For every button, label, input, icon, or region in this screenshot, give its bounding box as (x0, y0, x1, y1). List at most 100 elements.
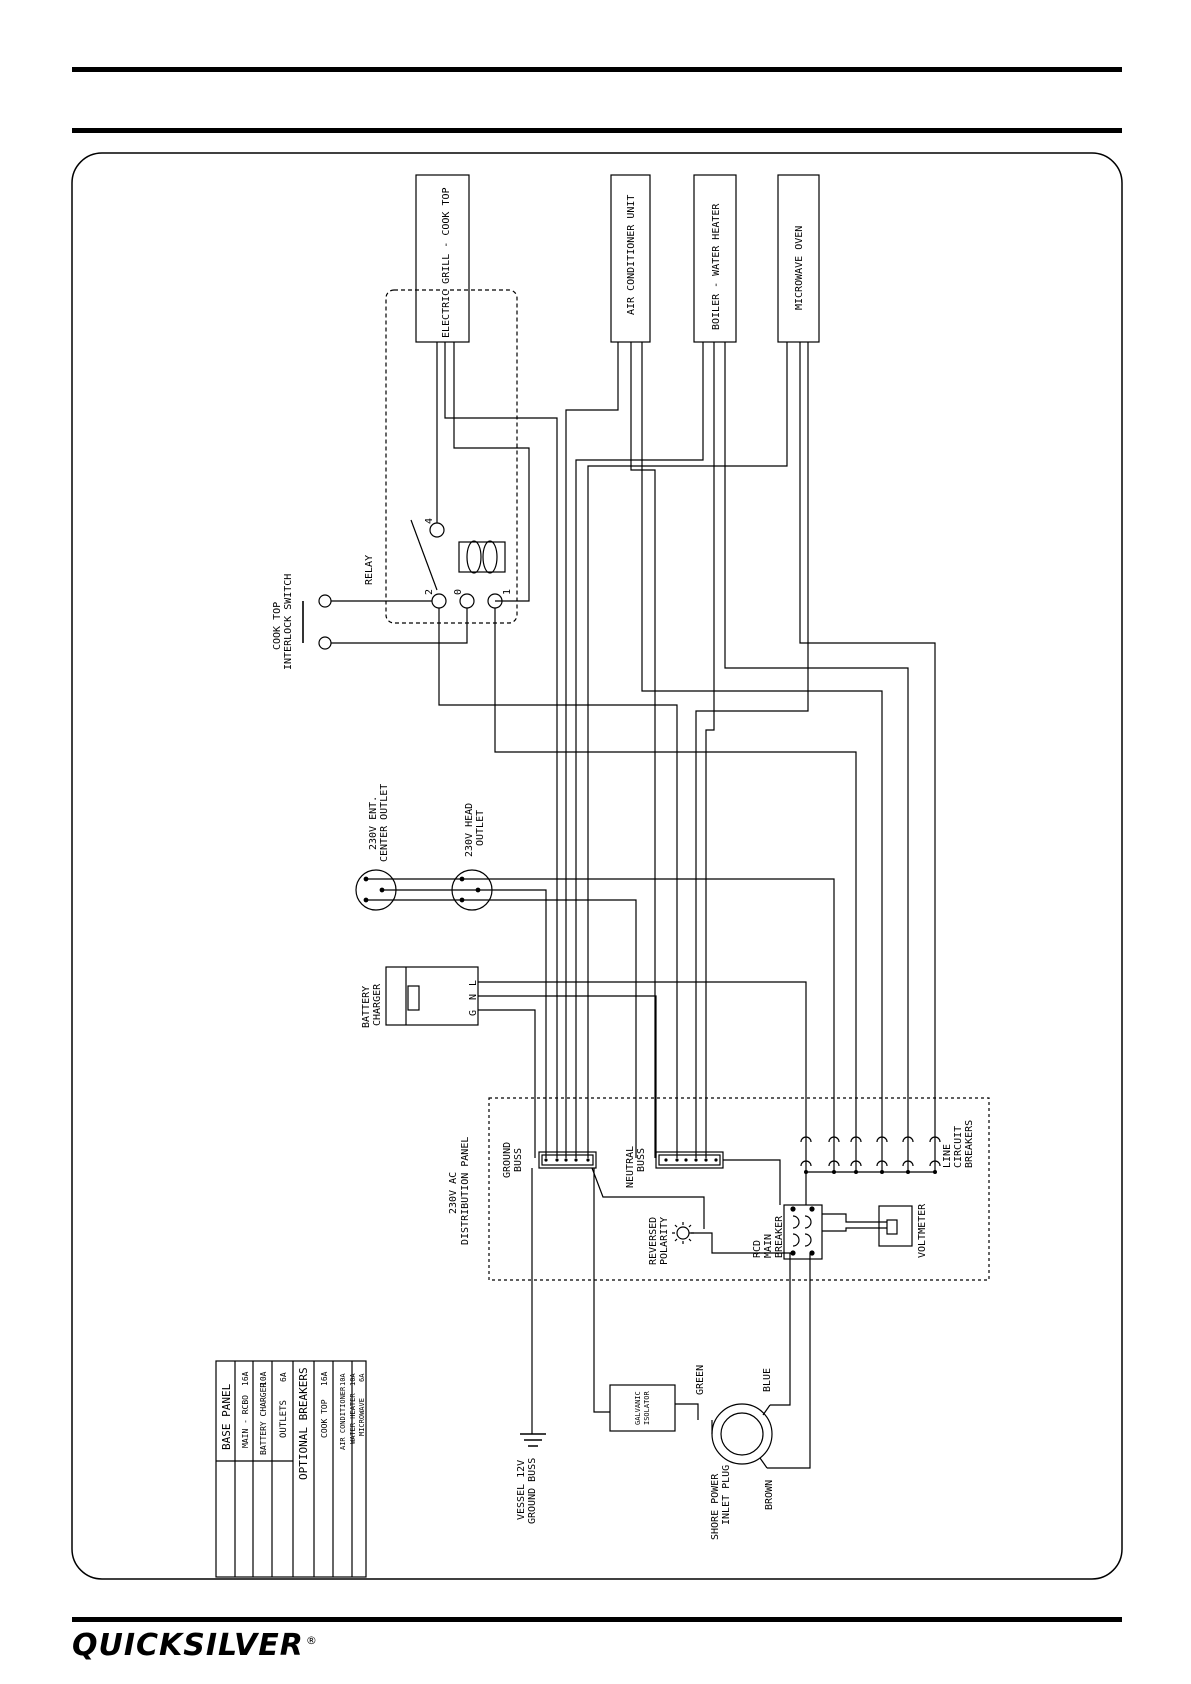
label-interlock-2: INTERLOCK SWITCH (283, 574, 294, 670)
table-optional-row-1-name: COOK TOP (320, 1399, 329, 1438)
wire-charger-line (478, 981, 807, 1158)
ground-buss (538, 1151, 597, 1169)
rcd-symbols (792, 1215, 812, 1247)
relay-pin-0 (459, 593, 475, 609)
wire-outlet-ground (382, 889, 547, 1158)
label-panel-1: 230V AC (448, 1172, 459, 1214)
wire-aircon-neutral (630, 342, 656, 1158)
header-rule-bottom (72, 128, 1122, 133)
label-outlet2-2: OUTLET (475, 810, 486, 846)
label-shore-2: INLET PLUG (721, 1465, 732, 1525)
label-neutral-buss-1: NEUTRAL (625, 1146, 636, 1188)
table-base-row-2-amps: 10A (259, 1371, 268, 1386)
label-ground-buss-2: BUSS (513, 1148, 524, 1172)
voltmeter-display (886, 1219, 898, 1235)
label-blue: BLUE (762, 1368, 773, 1392)
shore-power-plug-inner (720, 1412, 764, 1456)
breaker-arcs-top (800, 1136, 941, 1143)
label-charger-2: CHARGER (372, 983, 383, 1026)
label-panel-2: DISTRIBUTION PANEL (460, 1137, 471, 1245)
rcd-breaker (783, 1204, 823, 1260)
wire-neutral-to-rcd (723, 1159, 781, 1205)
interlock-terminal-2 (318, 636, 332, 650)
footer-rule (72, 1617, 1122, 1622)
wires (215, 174, 990, 1578)
table-base-row-3-amps: 6A (279, 1372, 288, 1382)
label-charger-pin-g: G (468, 1010, 479, 1016)
label-polarity-1: REVERSED (648, 1217, 659, 1265)
label-interlock-1: COOK TOP (272, 602, 283, 650)
plug-pin-brown (759, 1457, 768, 1469)
brand-name: QUICKSILVER (72, 1628, 304, 1663)
relay-coil-frame (458, 541, 506, 573)
label-charger-1: BATTERY (361, 986, 372, 1028)
wire-aircon-ground (565, 342, 619, 1158)
table-column-lines (234, 1361, 353, 1577)
label-polarity-2: POLARITY (659, 1217, 670, 1265)
table-base-row-2-name: BATTERY CHARGER (259, 1383, 268, 1455)
ground-buss-inner (541, 1154, 594, 1166)
wire-outlet-neutral (366, 899, 637, 1158)
ground-symbol (520, 1433, 546, 1447)
relay-coil-1 (466, 540, 482, 574)
wire-blue (770, 1253, 791, 1406)
relay-box (385, 289, 518, 624)
registered-mark: ® (305, 1634, 318, 1647)
distribution-panel (488, 1097, 990, 1281)
table-optional-row-3-amps: 10A (349, 1373, 357, 1386)
label-charger-pin-n: N (468, 994, 479, 1000)
plug-pin-blue (762, 1404, 771, 1416)
table-base-row-1-name: MAIN - RCBO (241, 1395, 250, 1448)
interlock-terminal-1 (318, 594, 332, 608)
battery-charger (385, 966, 479, 1026)
wire-outlet-line (366, 878, 835, 1158)
label-vessel-2: GROUND BUSS (527, 1458, 538, 1524)
table-optional-row-4-amps: 6A (358, 1373, 366, 1382)
breaker-table-text: BASE PANEL MAIN - RCBO BATTERY CHARGER O… (220, 1367, 366, 1480)
label-vessel-1: VESSEL 12V (516, 1460, 527, 1520)
table-optional-row-4-name: MICROWAVE (358, 1398, 366, 1436)
table-optional-row-2-amps: 10A (339, 1373, 347, 1386)
cooktop-box (415, 174, 470, 343)
wire-interlock-relay0 (331, 608, 468, 644)
label-brown: BROWN (764, 1480, 775, 1510)
boiler-box (693, 174, 737, 343)
label-relay-pin-2: 2 (424, 589, 435, 595)
relay-pin-4 (429, 522, 445, 538)
label-green: GREEN (695, 1365, 706, 1395)
wire-ground-buss-galvanic (593, 1168, 610, 1413)
relay-coil-2 (482, 540, 498, 574)
label-boiler: BOILER - WATER HEATER (711, 203, 722, 330)
microwave-box (777, 174, 820, 343)
wire-aircon-line (641, 342, 883, 1158)
relay-contact-arm (410, 519, 438, 591)
label-neutral-buss-2: BUSS (636, 1148, 647, 1172)
wire-boiler-neutral (705, 342, 715, 1158)
label-rcd-2: MAIN (763, 1234, 774, 1258)
wire-charger-ground (478, 1009, 536, 1158)
galvanic-isolator (609, 1384, 676, 1432)
header-rule-top (72, 67, 1122, 72)
table-optional-row-1-amps: 16A (320, 1371, 329, 1386)
label-lcb-2: CIRCUIT (953, 1126, 964, 1168)
brand-logo: QUICKSILVER® (72, 1628, 318, 1663)
wire-boiler-ground (575, 342, 704, 1158)
label-rcd-3: BREAKER (774, 1215, 785, 1258)
wire-polarity (591, 1167, 793, 1254)
wire-voltmeter (822, 1213, 887, 1232)
wire-micro-line (799, 342, 936, 1158)
label-outlet1-2: CENTER OUTLET (379, 784, 390, 862)
label-relay: RELAY (364, 555, 375, 585)
wire-charger-neutral (478, 995, 657, 1158)
label-charger-pin-l: L (468, 980, 479, 986)
label-galvanic-2: ISOLATOR (643, 1390, 651, 1425)
table-optional-row-2-name: AIR CONDITIONER (339, 1386, 347, 1450)
buss-dots (544, 1158, 937, 1174)
wire-relay2-neutral (438, 608, 678, 1158)
table-optional-header: OPTIONAL BREAKERS (297, 1367, 310, 1480)
label-aircon: AIR CONDITIONER UNIT (626, 195, 637, 315)
label-cooktop: ELECTRIC GRILL - COOK TOP (441, 187, 452, 338)
label-galvanic-1: GALVANIC (634, 1391, 642, 1425)
wire-brown (767, 1253, 811, 1469)
